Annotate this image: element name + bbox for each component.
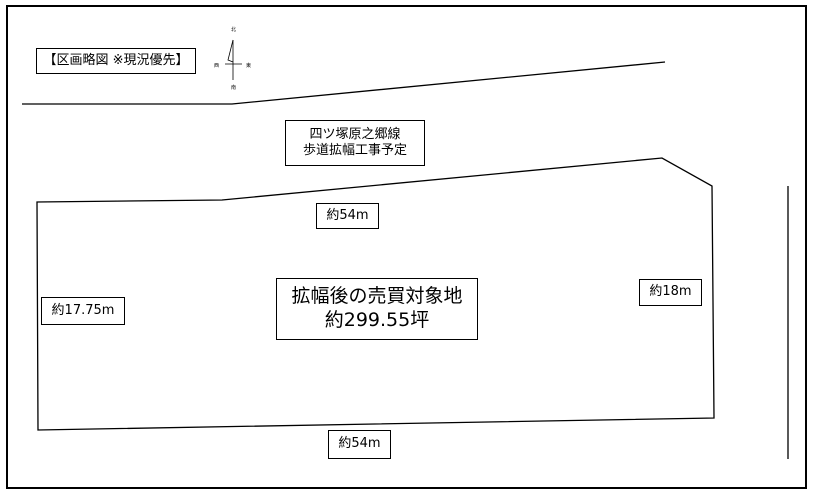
site-title: 拡幅後の売買対象地 xyxy=(291,285,463,308)
diagram-frame xyxy=(6,5,807,489)
dimension-left: 約17.75m xyxy=(41,297,125,325)
lot-outline xyxy=(36,157,715,431)
compass-east-label: 東 xyxy=(246,63,252,69)
road-note: 歩道拡幅工事予定 xyxy=(302,143,407,158)
site-area: 約299.55坪 xyxy=(324,309,430,331)
dimension-right-label: 約18m xyxy=(649,284,692,300)
compass-icon xyxy=(225,39,242,80)
dimension-right: 約18m xyxy=(639,279,702,306)
legend-box: 【区画略図 ※現況優先】 xyxy=(36,48,196,74)
legend-text: 【区画略図 ※現況優先】 xyxy=(43,52,189,68)
compass-north-label: 北 xyxy=(231,27,237,33)
road-boundary-line xyxy=(22,61,666,105)
road-name: 四ツ塚原之郷線 xyxy=(309,126,401,142)
dimension-bottom: 約54m xyxy=(328,430,391,459)
compass-west-label: 西 xyxy=(214,63,220,69)
dimension-left-label: 約17.75m xyxy=(51,302,115,318)
dimension-top: 約54m xyxy=(316,203,379,229)
dimension-bottom-label: 約54m xyxy=(338,436,381,452)
road-label-box: 四ツ塚原之郷線 歩道拡幅工事予定 xyxy=(285,120,425,166)
compass-south-label: 南 xyxy=(231,85,237,91)
site-label-box: 拡幅後の売買対象地 約299.55坪 xyxy=(276,278,478,340)
dimension-top-label: 約54m xyxy=(326,207,369,223)
